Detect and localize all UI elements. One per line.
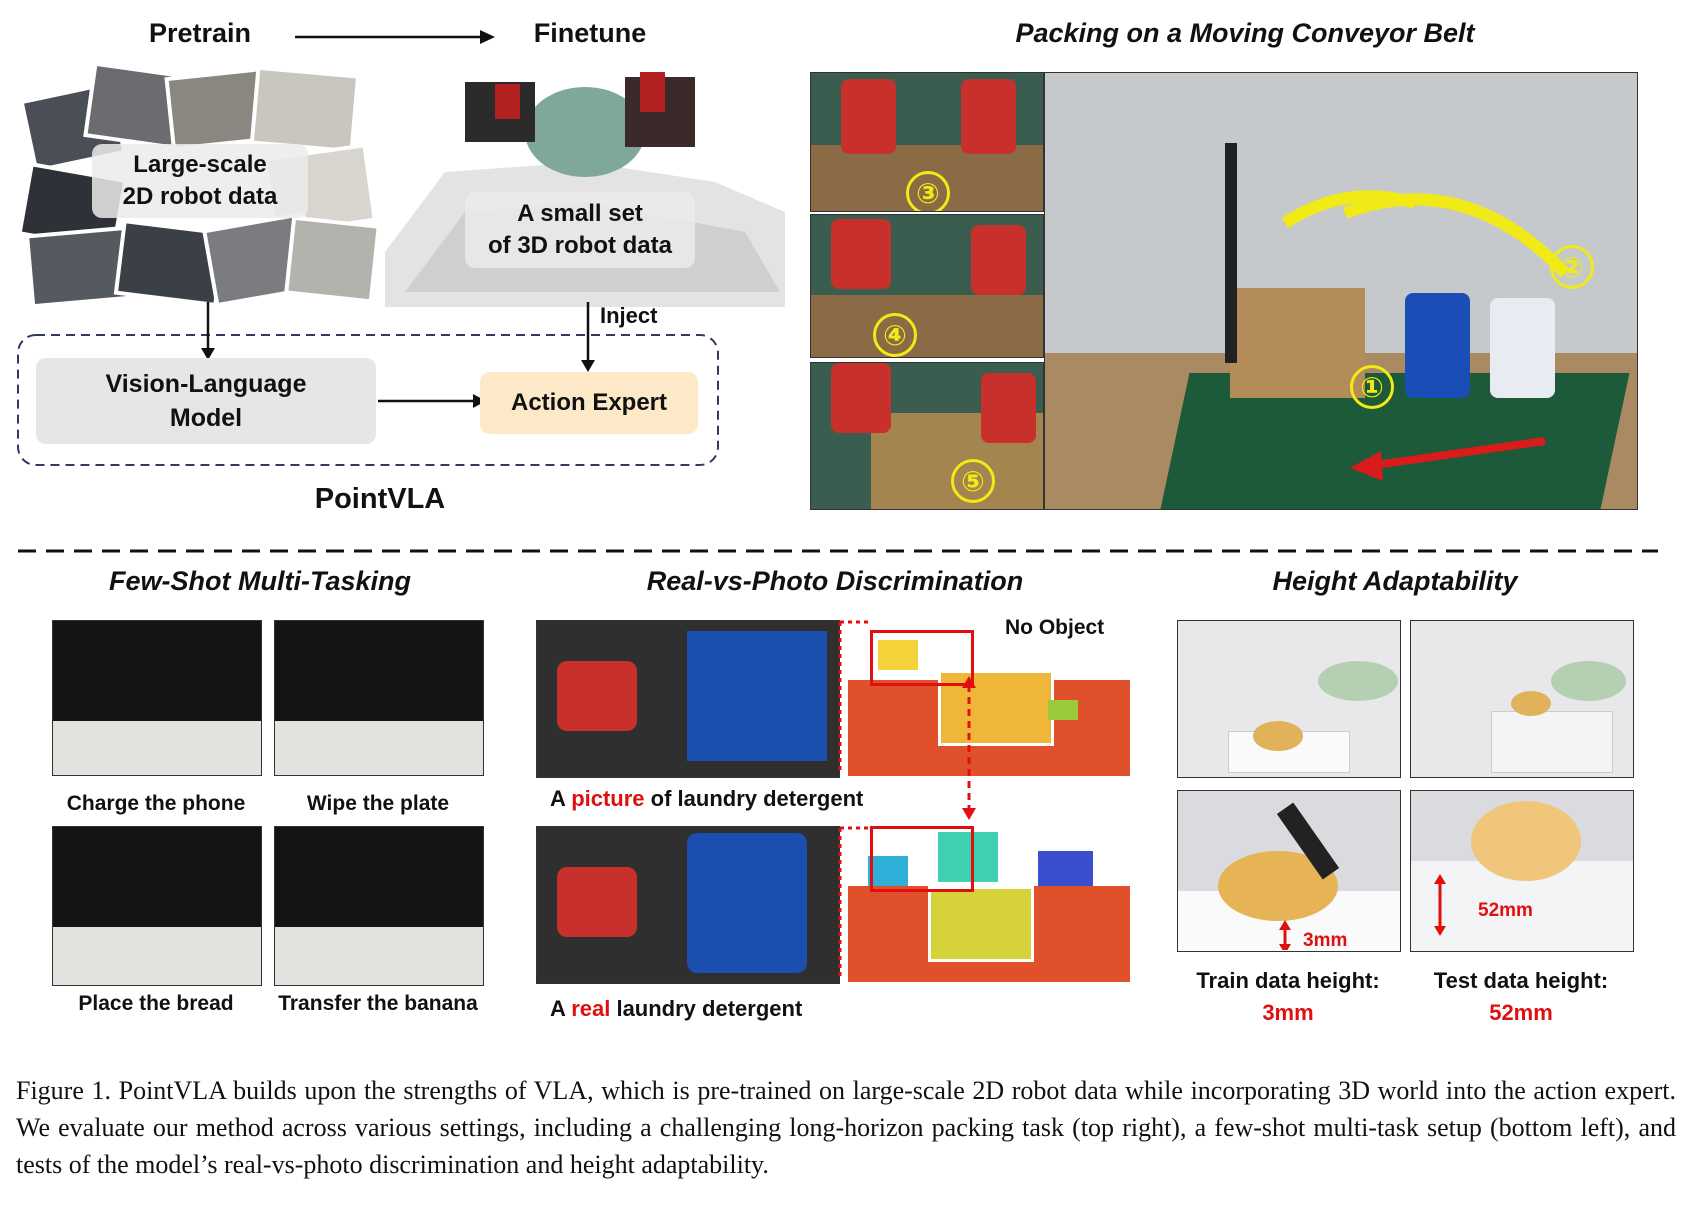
small-set-3d-label: A small set of 3D robot data [465,192,695,268]
task-label-wipe: Wipe the plate [306,792,450,815]
train-mm-label: 3mm [1303,930,1348,951]
step4-photo: ④ [810,214,1044,358]
real-detergent-image [536,826,840,984]
no-object-label: No Object [1005,616,1105,639]
test-closeup-photo [1410,790,1634,952]
task-photo-banana [274,826,484,986]
real-depth-map [848,826,1130,982]
task-label-bread: Place the bread [78,992,234,1015]
picture-caption: A picture of laundry detergent [550,786,863,812]
real-caption-pre: A [550,996,572,1021]
real-caption: A real laundry detergent [550,996,802,1022]
real-vs-photo-title: Real-vs-Photo Discrimination [646,566,1024,596]
picture-caption-highlight: picture [571,786,645,811]
vlm-line1: Vision-Language [105,370,307,398]
picture-caption-post: of laundry detergent [644,786,864,811]
conveyor-photo: ① ② [1044,72,1638,510]
test-setup-photo [1410,620,1634,778]
finetune-label: Finetune [533,18,647,48]
small-set-line2: of 3D robot data [488,232,672,259]
step-2-marker: ② [1550,245,1594,289]
picture-caption-pre: A [550,786,572,811]
test-mm-label: 52mm [1478,900,1533,921]
comparison-connectors [838,620,976,980]
pretrain-to-finetune-arrow [295,30,495,44]
small-set-line1: A small set [517,200,643,227]
section-divider [18,549,1658,553]
task-photo-wipe [274,620,484,776]
point-cloud-image: A small set of 3D robot data [385,62,785,307]
train-height-value: 3mm [1262,1000,1314,1025]
framework-name: PointVLA [314,483,446,515]
step5-photo: ⑤ [810,362,1044,510]
pretrain-label: Pretrain [148,18,252,48]
train-height-label: Train data height: [1196,968,1380,993]
step-5-marker: ⑤ [951,459,995,503]
vlm-box: Vision-Language Model [36,358,376,444]
inject-label: Inject [600,303,658,328]
train-closeup-photo [1177,790,1401,952]
figure-caption: Figure 1. PointVLA builds upon the stren… [16,1076,1676,1179]
task-photo-bread [52,826,262,986]
task-photo-charge [52,620,262,776]
train-setup-photo [1177,620,1401,778]
test-height-value: 52mm [1489,1000,1553,1025]
photo-detergent-image [536,620,840,778]
large-scale-2d-label: Large-scale 2D robot data [92,144,308,218]
real-caption-post: laundry detergent [610,996,803,1021]
height-title: Height Adaptability [1272,566,1518,596]
conveyor-title: Packing on a Moving Conveyor Belt [1015,18,1475,48]
real-caption-highlight: real [571,996,611,1021]
step-4-marker: ④ [873,313,917,357]
step-3-marker: ③ [906,171,950,211]
test-height-label: Test data height: [1433,968,1609,993]
task-label-banana: Transfer the banana [278,992,478,1015]
few-shot-title: Few-Shot Multi-Tasking [109,566,411,596]
vlm-line2: Model [169,404,243,432]
height-indicators [1279,874,1446,950]
photo-depth-map [848,620,1130,776]
pointvla-frame [17,302,719,466]
robot-photo-collage: Large-scale 2D robot data [17,61,381,309]
action-expert-box: Action Expert [480,372,698,434]
task-label-charge: Charge the phone [66,792,246,815]
large-scale-line2: 2D robot data [122,183,278,210]
step3-photo: ③ [810,72,1044,212]
step-1-marker: ① [1350,365,1394,409]
large-scale-line1: Large-scale [133,151,267,178]
